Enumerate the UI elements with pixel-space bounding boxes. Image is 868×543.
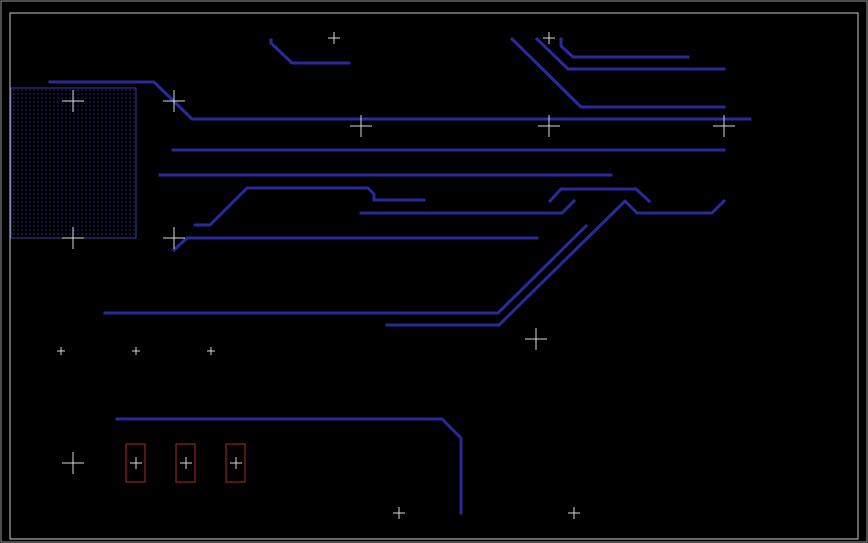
crosshair-marker[interactable] (568, 507, 580, 519)
copper-fill-zone[interactable] (10, 87, 137, 239)
crosshair-marker[interactable] (328, 32, 340, 44)
trace[interactable] (171, 236, 539, 253)
board-outline (9, 12, 859, 540)
crosshair-marker[interactable] (57, 347, 65, 355)
pad[interactable] (225, 443, 246, 483)
trace[interactable] (115, 417, 463, 515)
crosshair-marker[interactable] (230, 457, 242, 469)
crosshair-marker[interactable] (180, 457, 192, 469)
trace[interactable] (509, 36, 726, 109)
crosshair-marker[interactable] (543, 32, 555, 44)
crosshair-marker[interactable] (163, 90, 185, 112)
trace[interactable] (547, 187, 652, 204)
crosshair-marker[interactable] (538, 115, 560, 137)
crosshair-marker[interactable] (132, 347, 140, 355)
crosshair-marker[interactable] (130, 457, 142, 469)
trace[interactable] (48, 80, 752, 121)
trace[interactable] (269, 38, 351, 65)
pad-group (125, 443, 246, 483)
crosshair-marker[interactable] (62, 227, 84, 249)
crosshair-marker[interactable] (350, 115, 372, 137)
pad[interactable] (175, 443, 196, 483)
crosshair-marker[interactable] (393, 507, 405, 519)
trace[interactable] (559, 37, 690, 59)
trace[interactable] (103, 223, 589, 315)
trace[interactable] (534, 36, 726, 71)
crosshair-marker[interactable] (207, 347, 215, 355)
trace[interactable] (385, 198, 727, 327)
trace[interactable] (359, 198, 577, 215)
crosshair-marker[interactable] (163, 227, 185, 249)
trace-layer (48, 36, 752, 515)
crosshair-marker[interactable] (62, 452, 84, 474)
trace[interactable] (193, 186, 426, 227)
marker-layer (57, 32, 735, 519)
crosshair-marker[interactable] (525, 328, 547, 350)
pad[interactable] (125, 443, 146, 483)
crosshair-marker[interactable] (713, 115, 735, 137)
crosshair-marker[interactable] (62, 90, 84, 112)
